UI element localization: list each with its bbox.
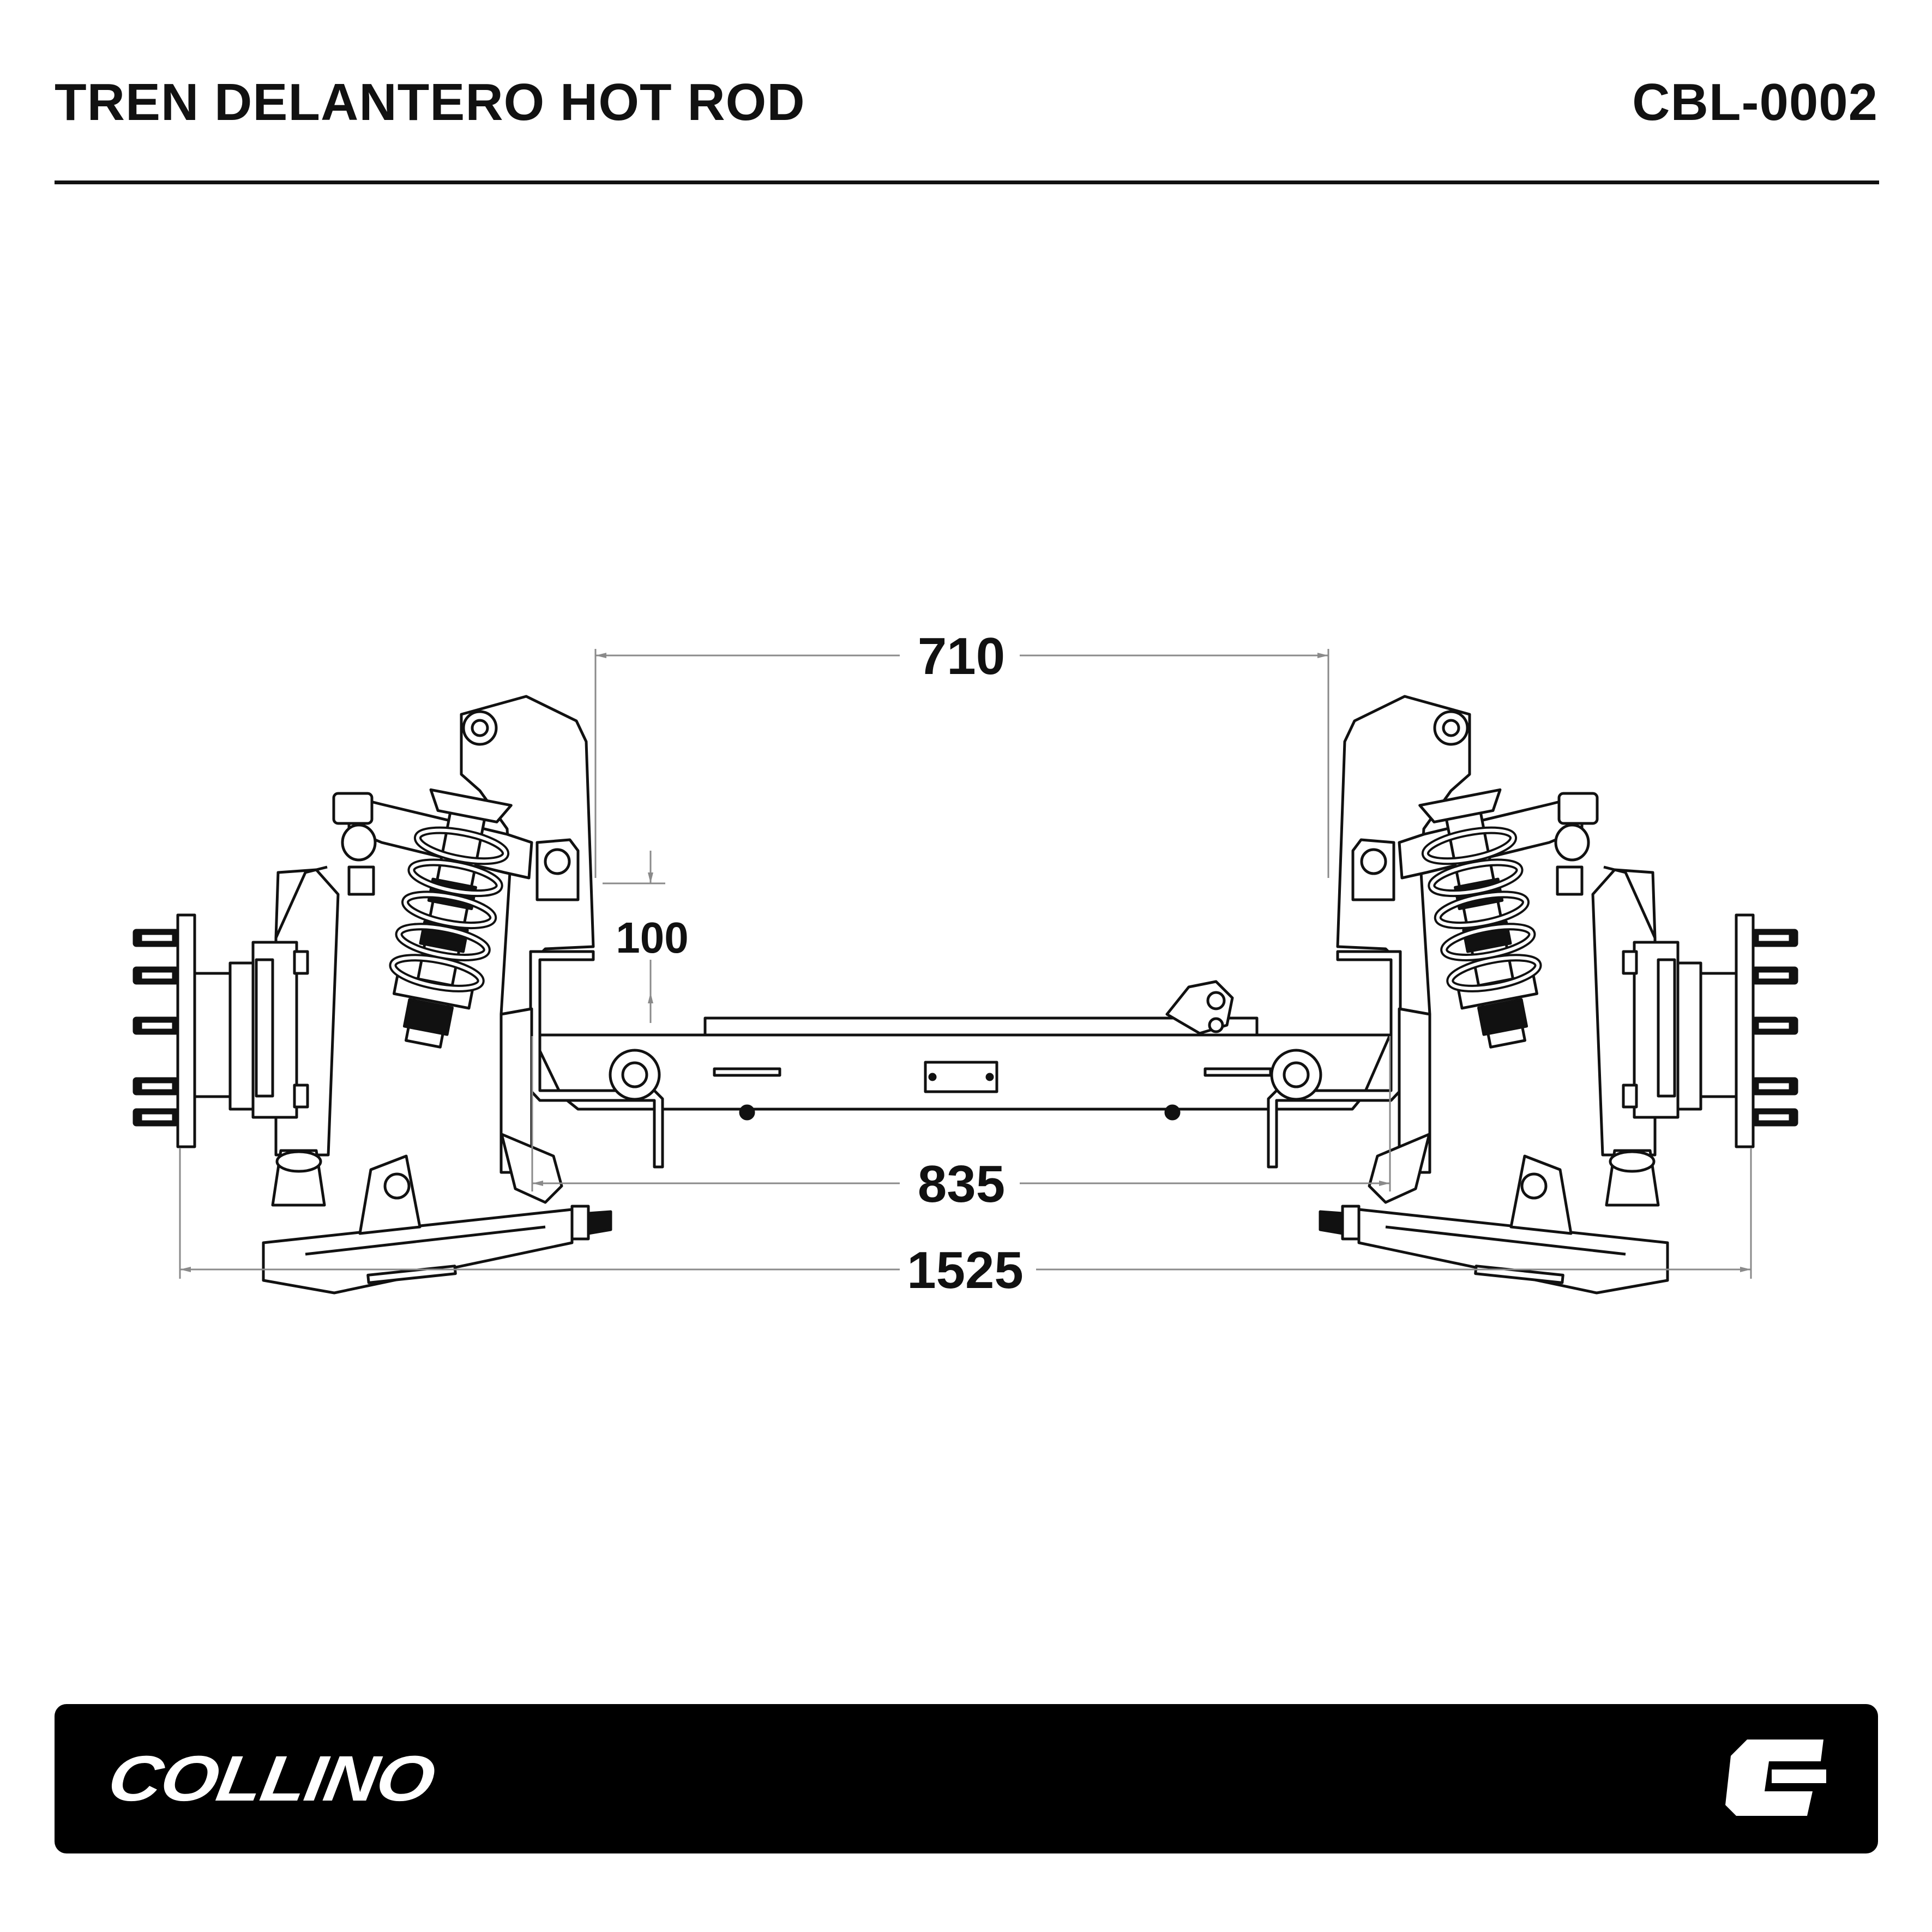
drawing-title: TREN DELANTERO HOT ROD — [55, 73, 805, 131]
crossmember — [531, 980, 1392, 1121]
brand-logo: COLLINO — [103, 1743, 440, 1815]
part-code: CBL-0002 — [1632, 73, 1878, 131]
brand-mark-icon — [1725, 1740, 1826, 1816]
dim-label-1525: 1525 — [907, 1241, 1024, 1299]
dim-label-710: 710 — [918, 627, 1005, 685]
dim-label-100: 100 — [616, 913, 688, 962]
left-suspension-assembly — [134, 696, 663, 1293]
right-suspension-assembly — [1268, 696, 1797, 1293]
footer-bar: COLLINO — [55, 1704, 1878, 1853]
center-plate — [924, 1061, 998, 1093]
dim-label-835: 835 — [918, 1155, 1005, 1213]
header-divider — [55, 180, 1879, 184]
